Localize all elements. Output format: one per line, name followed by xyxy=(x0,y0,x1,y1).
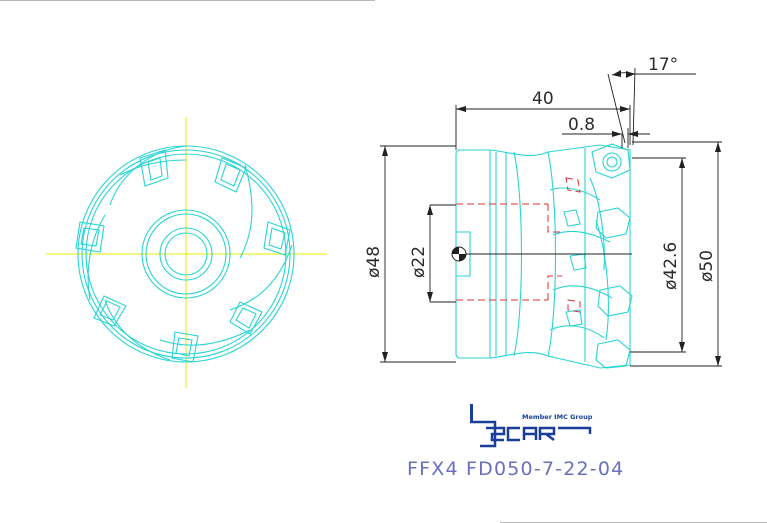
dim-angle-label: 17° xyxy=(648,55,678,75)
dim-length-label: 40 xyxy=(532,89,554,109)
logo-wordmark xyxy=(470,404,592,448)
iscar-logo: Member IMC Group xyxy=(470,404,593,448)
dim-cutting-diameter-label: ø50 xyxy=(697,250,717,282)
front-view-outline xyxy=(75,145,295,363)
datum-symbol xyxy=(451,246,467,262)
side-view-hidden-lines xyxy=(456,177,581,313)
dimension-lines xyxy=(380,67,722,367)
dim-pitch-diameter-label: ø42.6 xyxy=(661,242,681,290)
part-number: FFX4 FD050-7-22-04 xyxy=(407,458,624,480)
side-view xyxy=(451,143,633,369)
dim-body-diameter-label: ø48 xyxy=(364,246,384,278)
front-view-centerlines xyxy=(46,117,327,388)
side-view-outline xyxy=(455,143,633,369)
dim-bore-diameter-label: ø22 xyxy=(409,246,429,278)
logo-caption: Member IMC Group xyxy=(522,413,593,421)
dim-offset-label: 0.8 xyxy=(568,115,595,135)
front-view xyxy=(46,117,327,388)
